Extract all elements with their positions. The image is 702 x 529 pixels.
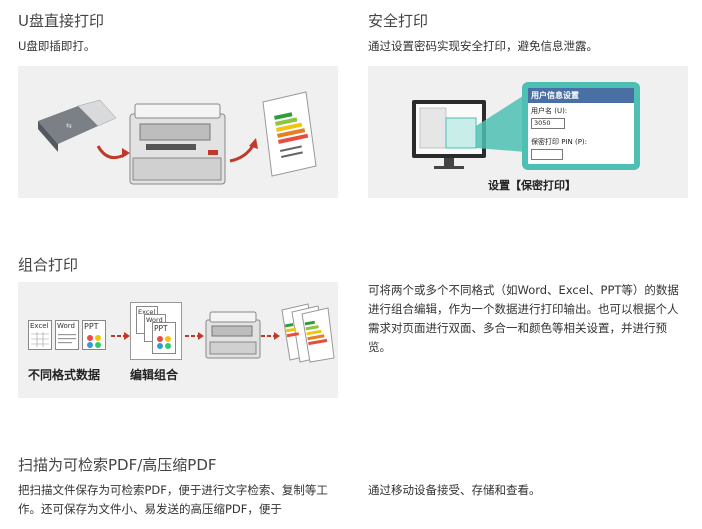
username-label: 用户名 (U):: [531, 107, 568, 115]
pin-field[interactable]: [531, 149, 563, 160]
spreadsheet-grid-icon: [31, 332, 49, 347]
ppt-doc-icon: PPT: [82, 320, 106, 350]
arrow-right-icon: [261, 332, 280, 340]
caption-edit-combine: 编辑组合: [130, 368, 179, 382]
combine-print-illustration: Excel Word PPT Excel Word PPT: [18, 282, 338, 398]
arrow-icon: [229, 143, 256, 163]
scan-pdf-desc: 把扫描文件保存为可检索PDF，便于进行文字检索、复制等工作。还可保存为文件小、易…: [18, 483, 328, 516]
arrow-icon: [96, 145, 127, 160]
arrow-right-icon: [185, 332, 204, 340]
monitor-icon: [412, 100, 486, 169]
combine-print-title: 组合打印: [18, 256, 79, 274]
usb-print-svg: ⇆: [38, 91, 317, 185]
caption-different-formats: 不同格式数据: [28, 368, 101, 382]
word-doc-icon: Word: [55, 320, 79, 350]
usb-print-illustration: ⇆: [18, 66, 338, 198]
combine-print-desc: 可将两个或多个不同格式（如Word、Excel、PPT等）的数据进行组合编辑，作…: [368, 283, 679, 354]
usb-print-title: U盘直接打印: [18, 12, 104, 30]
printer-icon: [205, 311, 261, 359]
pin-label: 保密打印 PIN (P):: [531, 138, 588, 146]
scan-pdf-title: 扫描为可检索PDF/高压缩PDF: [18, 456, 217, 474]
secure-print-illustration: 用户信息设置 用户名 (U): 3050 保密打印 PIN (P): 设置【保密…: [368, 66, 688, 198]
arrow-right-icon: [111, 332, 130, 340]
svg-text:⇆: ⇆: [66, 122, 72, 130]
color-dots-icon: [87, 335, 101, 348]
secure-print-title: 安全打印: [368, 12, 429, 30]
secure-print-desc: 通过设置密码实现安全打印，避免信息泄露。: [368, 39, 598, 53]
excel-doc-icon: Excel: [28, 320, 52, 350]
user-info-dialog: 用户信息设置 用户名 (U): 3050 保密打印 PIN (P):: [528, 88, 634, 164]
output-pages-icon: [281, 303, 335, 363]
text-lines-icon: [58, 334, 76, 344]
usb-stick-icon: ⇆: [38, 99, 117, 152]
combined-ppt-icon: PPT: [152, 322, 176, 354]
secure-print-caption: 设置【保密打印】: [488, 179, 576, 192]
username-field[interactable]: 3050: [531, 118, 565, 129]
printer-icon: [129, 103, 226, 185]
mobile-desc: 通过移动设备接受、存储和查看。: [368, 483, 541, 497]
usb-print-desc: U盘即插即打。: [18, 39, 96, 53]
dialog-title: 用户信息设置: [528, 88, 634, 103]
printed-page-icon: [262, 91, 317, 177]
